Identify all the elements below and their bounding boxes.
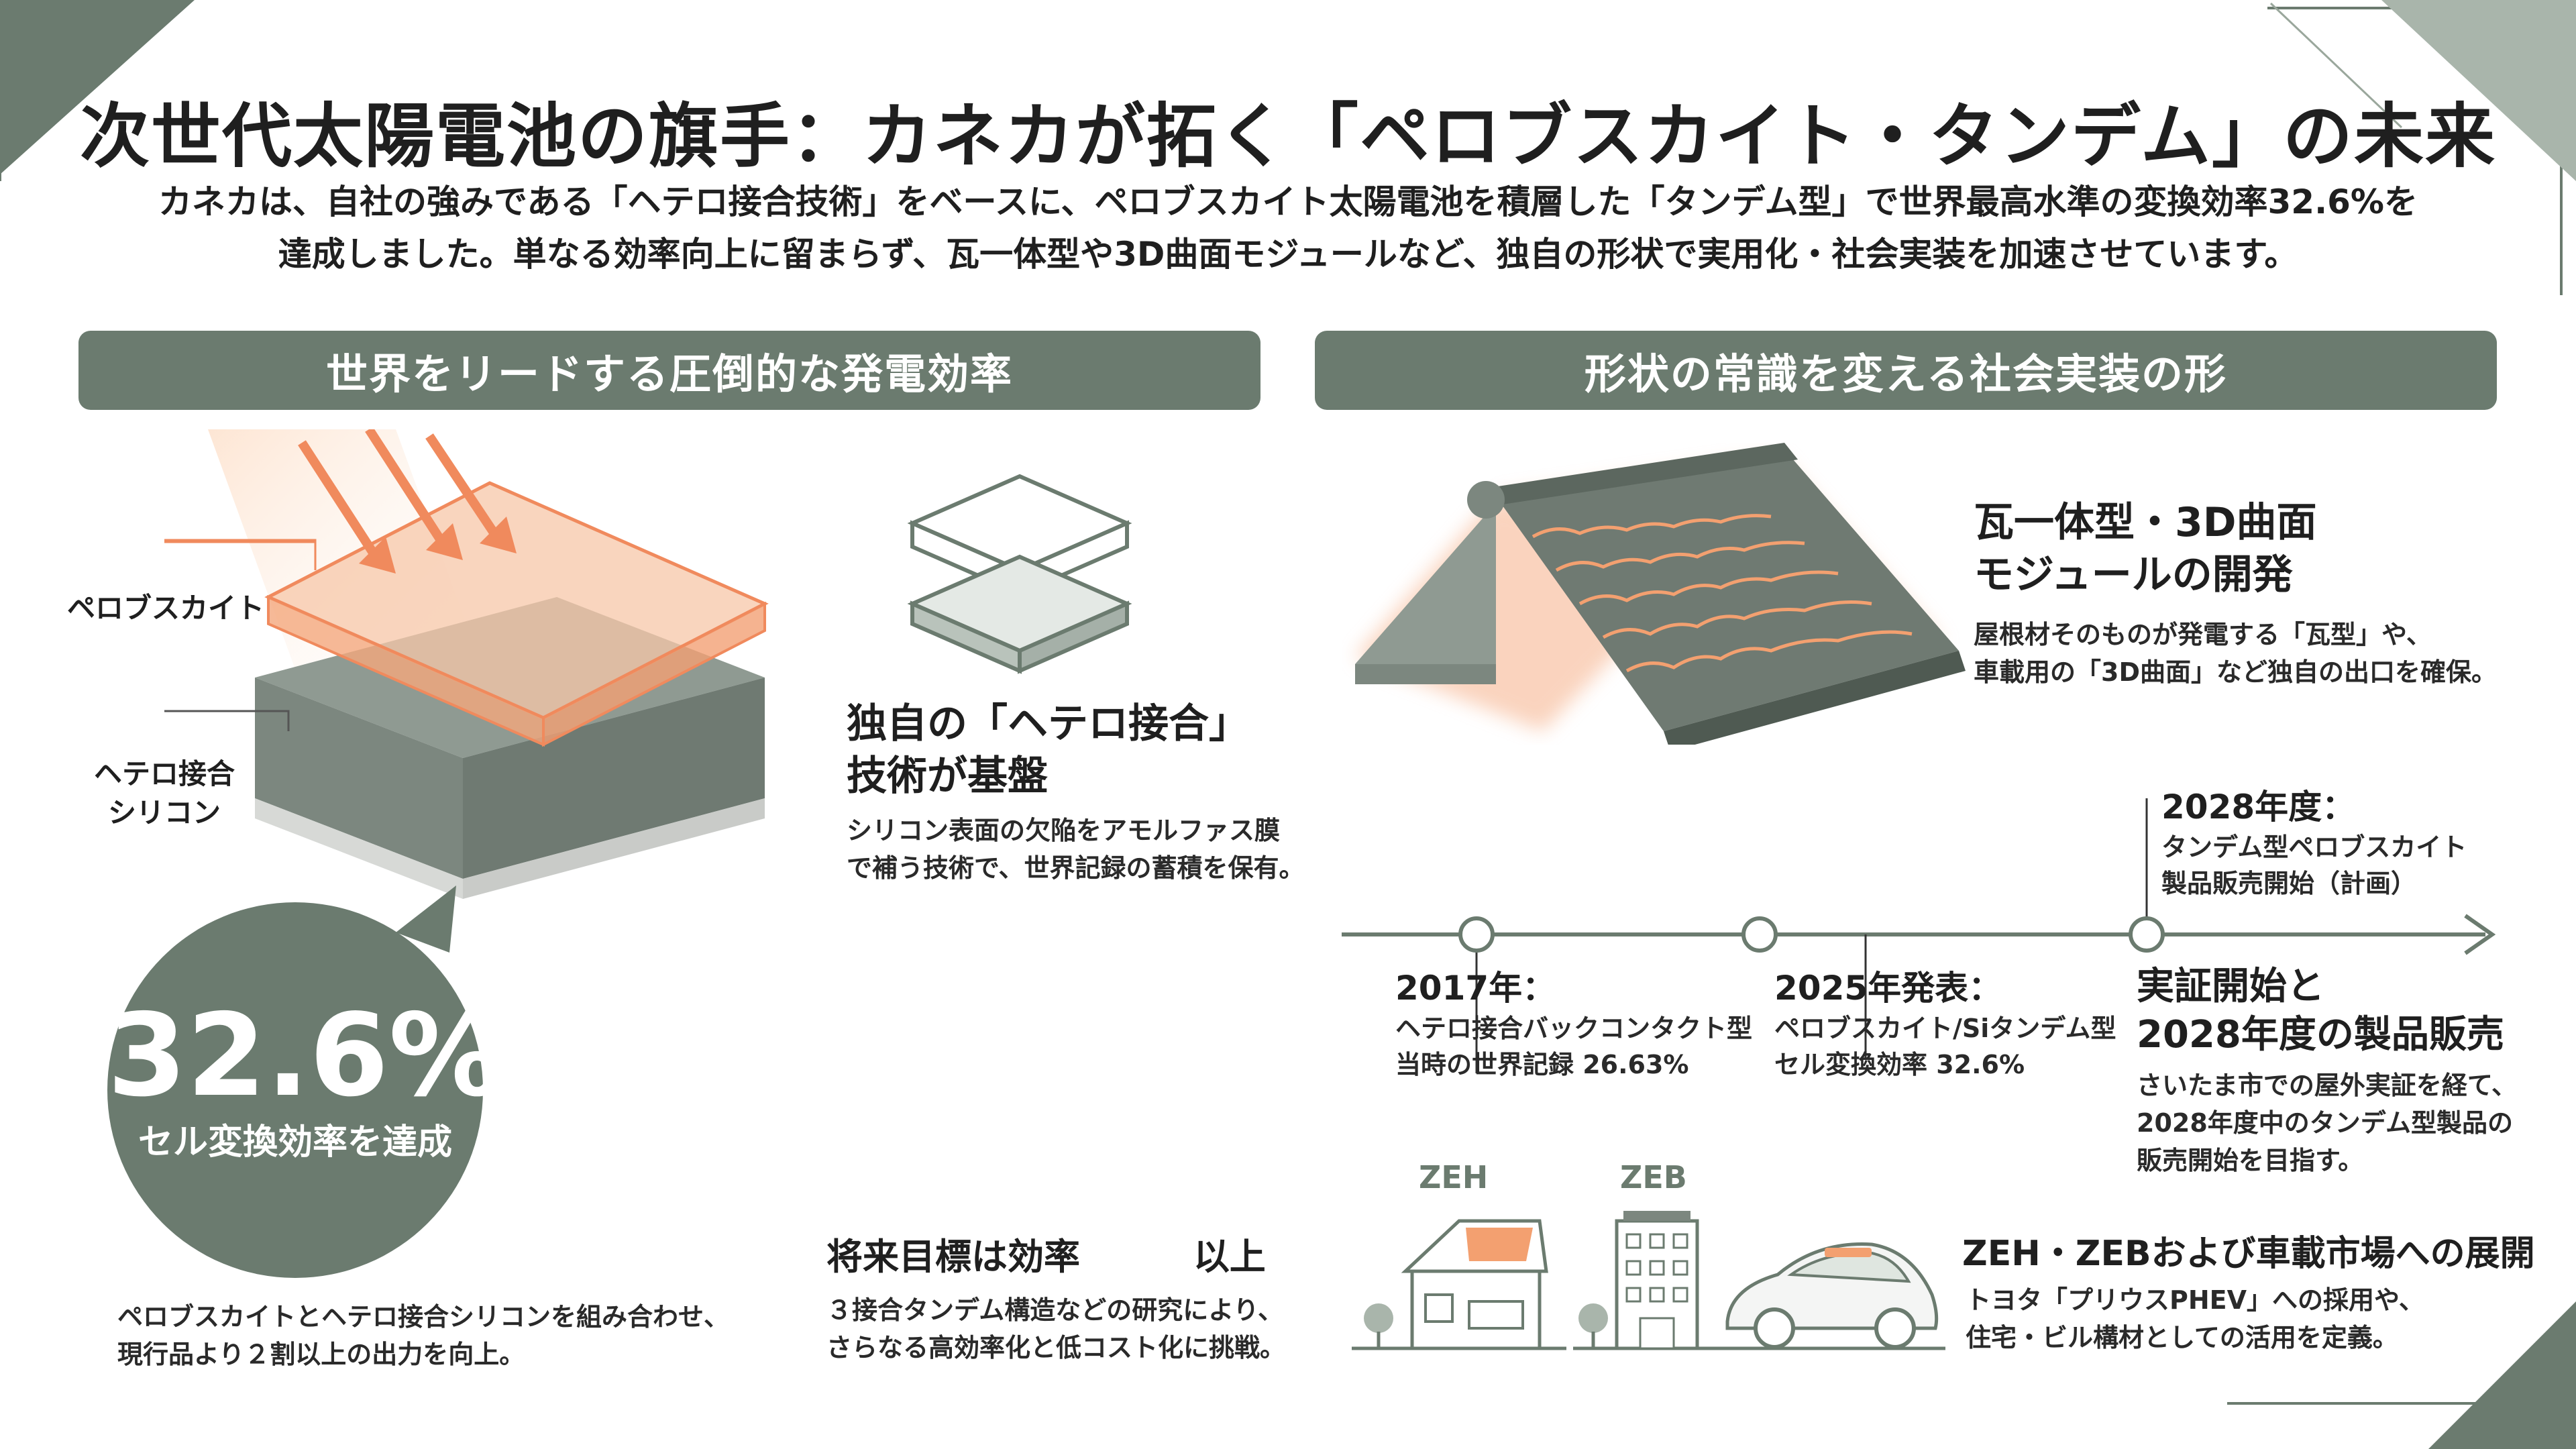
demo-sales-body-line-1: さいたま市での屋外実証を経て、 xyxy=(2137,1071,2517,1100)
label-perovskite: ペロブスカイト xyxy=(67,592,265,625)
zeb-building-icon xyxy=(1573,1211,1727,1350)
corner-decoration-bottom-right xyxy=(2227,1301,2576,1449)
corner-decoration-top-right xyxy=(2267,0,2576,295)
future-goal-title-b: 以上 xyxy=(1193,1236,1266,1278)
zeh-house-icon xyxy=(1352,1219,1566,1350)
market-expansion-body-line-1: トヨタ「プリウスPHEV」への採用や、 xyxy=(1966,1285,2424,1315)
timeline-desc-line-1: タンデム型ペロブスカイト xyxy=(2161,833,2467,862)
intro-line-1: カネカは、自社の強みである「ヘテロ接合技術」をベースに、ペロブスカイト太陽電池を… xyxy=(158,182,2418,221)
efficiency-caption-line-1: ペロブスカイトとヘテロ接合シリコンを組み合わせ、 xyxy=(117,1302,730,1332)
roof-module-title-line-2: モジュールの開発 xyxy=(1974,551,2293,598)
hetero-feature-title-line-1: 独自の「ヘテロ接合」 xyxy=(847,700,1249,747)
intro-line-2: 達成しました。単なる効率向上に留まらず、瓦一体型や3D曲面モジュールなど、独自の… xyxy=(278,235,2298,274)
roof-module-body-line-1: 屋根材そのものが発電する「瓦型」や、 xyxy=(1974,620,2432,649)
future-goal-title: 将来目標は効率 以上 xyxy=(826,1231,1266,1283)
demo-sales-title: 実証開始と 2028年度の製品販売 xyxy=(2137,963,2504,1059)
efficiency-badge: 32.6% セル変換効率を達成 xyxy=(107,902,503,1278)
timeline-desc-line-2: 製品販売開始（計画） xyxy=(2161,869,2417,898)
hetero-feature-body-line-2: で補う技術で、世界記録の蓄積を保有。 xyxy=(847,853,1305,883)
label-hetero-line-1: ヘテロ接合 xyxy=(94,757,235,790)
timeline-year: 2028年度： xyxy=(2161,788,2356,826)
efficiency-value: 32.6% xyxy=(107,989,503,1122)
efficiency-label: セル変換効率を達成 xyxy=(138,1122,452,1163)
future-goal-body: ３接合タンデム構造などの研究により、 さらなる高効率化と低コスト化に挑戦。 xyxy=(826,1291,1285,1366)
timeline-desc-line-2: 当時の世界記録 26.63% xyxy=(1395,1050,1689,1079)
hetero-feature-title-line-2: 技術が基盤 xyxy=(847,753,1048,800)
hetero-feature-body-line-1: シリコン表面の欠陥をアモルファス膜 xyxy=(847,816,1281,845)
label-leader-lines xyxy=(164,541,317,731)
future-goal-body-line-1: ３接合タンデム構造などの研究により、 xyxy=(826,1295,1283,1325)
stacked-layers-icon xyxy=(907,474,1132,674)
demo-sales-title-line-2: 2028年度の製品販売 xyxy=(2137,1013,2504,1057)
timeline-year: 2025年発表： xyxy=(1774,969,2002,1008)
intro-text: カネカは、自社の強みである「ヘテロ接合技術」をベースに、ペロブスカイト太陽電池を… xyxy=(107,176,2469,280)
timeline-item-2017: 2017年： ヘテロ接合バックコンタクト型 当時の世界記録 26.63% xyxy=(1395,966,1752,1083)
efficiency-caption-line-2: 現行品より２割以上の出力を向上。 xyxy=(117,1340,525,1369)
timeline-item-2025: 2025年発表： ペロブスカイト/Siタンデム型 セル変換効率 32.6% xyxy=(1774,966,2116,1083)
label-hetero-silicon: ヘテロ接合 シリコン xyxy=(94,755,235,833)
tile-roof-illustration xyxy=(1355,443,1966,745)
market-expansion-body-line-2: 住宅・ビル構材としての活用を定義。 xyxy=(1966,1323,2398,1352)
hetero-feature-title: 独自の「ヘテロ接合」 技術が基盤 xyxy=(847,698,1249,802)
timeline-year: 2017年： xyxy=(1395,969,1556,1008)
roof-module-title-line-1: 瓦一体型・3D曲面 xyxy=(1974,499,2317,546)
timeline-desc-line-1: ペロブスカイト/Siタンデム型 xyxy=(1774,1014,2116,1043)
badge-pointer xyxy=(396,885,456,953)
roof-module-body: 屋根材そのものが発電する「瓦型」や、 車載用の「3D曲面」など独自の出口を確保。 xyxy=(1974,616,2497,691)
tandem-cell-illustration xyxy=(164,429,769,899)
corner-decoration-top-left xyxy=(0,0,195,181)
demo-sales-body: さいたま市での屋外実証を経て、 2028年度中のタンデム型製品の 販売開始を目指… xyxy=(2137,1067,2517,1179)
market-expansion-title: ZEH・ZEBおよび車載市場への展開 xyxy=(1962,1234,2535,1274)
page-title: 次世代太陽電池の旗手：カネカが拓く「ペロブスカイト・タンデム」の未来 xyxy=(80,95,2496,177)
efficiency-caption: ペロブスカイトとヘテロ接合シリコンを組み合わせ、 現行品より２割以上の出力を向上… xyxy=(117,1298,729,1373)
market-expansion-body: トヨタ「プリウスPHEV」への採用や、 住宅・ビル構材としての活用を定義。 xyxy=(1966,1281,2424,1356)
car-icon xyxy=(1717,1242,1945,1350)
section-banner-implementation: 形状の常識を変える社会実装の形 xyxy=(1315,331,2497,410)
demo-sales-title-line-1: 実証開始と xyxy=(2137,965,2324,1008)
timeline-desc-line-1: ヘテロ接合バックコンタクト型 xyxy=(1395,1014,1753,1043)
timeline-desc-line-2: セル変換効率 32.6% xyxy=(1774,1050,2025,1079)
zeh-label: ZEH xyxy=(1419,1159,1489,1195)
section-banner-efficiency: 世界をリードする圧倒的な発電効率 xyxy=(78,331,1260,410)
roof-module-body-line-2: 車載用の「3D曲面」など独自の出口を確保。 xyxy=(1974,657,2497,687)
zeb-label: ZEB xyxy=(1620,1159,1687,1195)
timeline-item-2028: 2028年度： タンデム型ペロブスカイト 製品販売開始（計画） xyxy=(2161,785,2467,902)
timeline-axis xyxy=(1342,798,2496,1073)
future-goal-title-a: 将来目標は効率 xyxy=(826,1236,1080,1278)
demo-sales-body-line-3: 販売開始を目指す。 xyxy=(2137,1146,2364,1175)
roof-module-title: 瓦一体型・3D曲面 モジュールの開発 xyxy=(1974,496,2317,601)
future-goal-body-line-2: さらなる高効率化と低コスト化に挑戦。 xyxy=(826,1333,1286,1362)
hetero-feature-body: シリコン表面の欠陥をアモルファス膜 で補う技術で、世界記録の蓄積を保有。 xyxy=(847,812,1304,887)
demo-sales-body-line-2: 2028年度中のタンデム型製品の xyxy=(2137,1108,2514,1138)
label-hetero-line-2: シリコン xyxy=(108,796,221,829)
